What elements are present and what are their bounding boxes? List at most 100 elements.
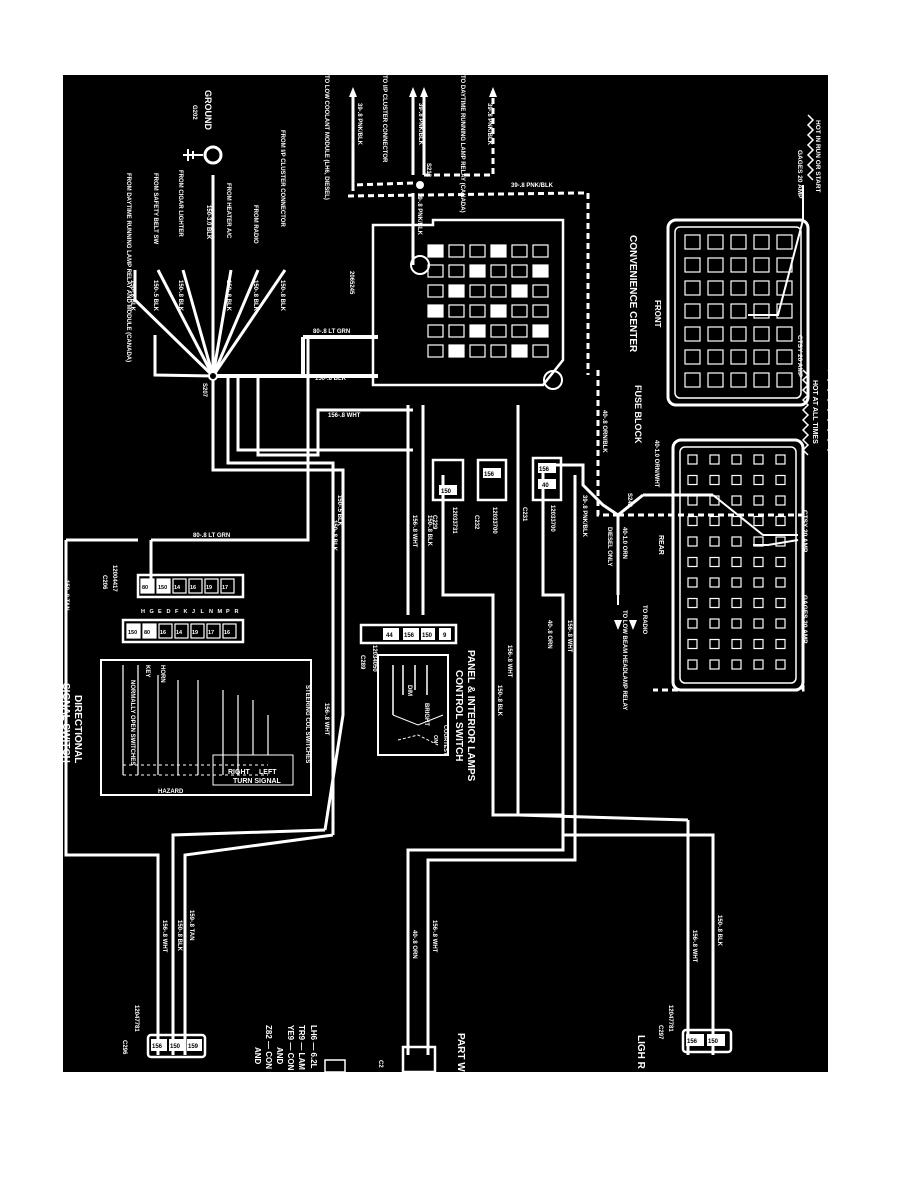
c297-label: C297 <box>657 1025 663 1040</box>
c206-top-pin <box>188 578 203 594</box>
wire-159a-label: 159-.8 TAN <box>63 580 69 611</box>
legend-line-4: AND <box>275 1047 284 1065</box>
from-ip-cluster-text: FROM I/P CLUSTER CONNECTOR <box>279 130 285 227</box>
wire-156d-label: 156-.8 WHT <box>506 645 512 678</box>
convenience-center-fuse-cell <box>730 372 747 388</box>
wire-150m-label: 150-.8 BLK <box>176 920 182 952</box>
c206-bottom-pin <box>190 623 205 639</box>
convenience-center-fuse-cell <box>753 349 770 365</box>
fuse-block-front-cell <box>448 324 465 338</box>
fuse-block-front-cell <box>448 304 465 318</box>
c289-pin-9: 9 <box>443 633 447 639</box>
directional-title: DIRECTIONAL <box>72 695 83 763</box>
wire-39e-label: 39-.8 PNK/BLK <box>416 193 422 236</box>
wire-40d-label: 40-.8 ORN <box>546 620 552 649</box>
wire-39b-label: 39-.8 PNK/BLK <box>417 103 423 146</box>
fuse-block-rear-cell <box>775 597 786 609</box>
convenience-center-fuse-cell <box>684 326 701 342</box>
legend-line-1: LH6 — 6.2L <box>309 1025 318 1069</box>
c206-bottom-pin-number: 16 <box>160 630 166 636</box>
convenience-center-fuse-cell <box>707 234 724 250</box>
steering-col-label: STEERING COL SWITCHES <box>304 685 310 763</box>
wire-39d-label: 39-.8 PNK/BLK <box>511 183 554 189</box>
c206-bottom-pin-number: 17 <box>208 630 214 636</box>
to-low-beam-text: TO LOW BEAM HEADLAMP RELAY <box>621 610 627 710</box>
c206-top-pin-number: 150 <box>158 585 167 591</box>
ground-g202-label: G202 <box>191 105 197 120</box>
fuse-block-part-number: 2065245 <box>348 271 354 295</box>
c231-part-number: 12033700 <box>549 505 555 532</box>
fuse-block-rear-cell <box>775 556 786 568</box>
fuse-block-rear-cell <box>753 618 764 629</box>
convenience-center-fuse-cell <box>707 280 724 296</box>
convenience-center-fuses <box>684 234 793 388</box>
ctsy-20a-rear-text: CTSY 20 AMP <box>801 510 808 553</box>
gages-20a-rear-text: GAGES 20 AMP <box>801 595 808 644</box>
c206-bottom-pin <box>206 623 221 639</box>
c2-label: C2 <box>377 1060 383 1068</box>
fuse-block-rear-cell <box>709 597 720 609</box>
convenience-center-fuse-cell <box>684 257 701 273</box>
c297-pin-156: 156 <box>687 1039 698 1045</box>
c206-pin-letter: M <box>218 609 223 615</box>
c289-pin-156: 156 <box>404 633 415 639</box>
convenience-center-fuse-cell <box>776 349 793 365</box>
fuse-block-rear-cell <box>731 618 742 629</box>
c229-pin-150: 150 <box>441 489 452 495</box>
fuse-block-rear-cell <box>687 577 698 588</box>
front-label: FRONT <box>653 300 662 328</box>
fuse-block-front-cell <box>469 344 486 358</box>
c206-bottom-pin <box>126 623 141 639</box>
fuse-block-front-cell <box>490 264 507 278</box>
splice-s207-label: S207 <box>201 383 207 398</box>
fuse-block-front-cell <box>532 264 549 278</box>
legend-line-3: YE9 — CON <box>286 1025 295 1071</box>
fuse-block-rear-cell <box>775 495 786 506</box>
fuse-block-front-cell <box>448 264 465 278</box>
convenience-center-fuse-cell <box>684 372 701 388</box>
c296-pin-159: 159 <box>188 1044 199 1050</box>
convenience-center-fuse-cell <box>707 349 724 365</box>
c206-top-pin-number: 16 <box>190 585 196 591</box>
c206-pin-letter: P <box>226 609 230 615</box>
fuse-block-front-cell <box>490 344 507 358</box>
fuse-block-rear-cell <box>775 474 786 486</box>
from-heater-text: FROM HEATER A/C <box>225 183 231 239</box>
fuse-block-front-cell <box>532 324 549 338</box>
ground-label: GROUND <box>203 90 213 130</box>
fuse-block-front <box>371 218 565 390</box>
fuse-block-rear-cell <box>775 536 786 547</box>
c296-pin-150: 150 <box>170 1044 181 1050</box>
ctsy-20a-top-text: CTSY 20 AMP <box>796 335 803 378</box>
convenience-center-fuse-cell <box>753 372 770 388</box>
connector-c297: 156 150 <box>681 1028 733 1054</box>
bright-label: BRIGHT <box>423 703 429 726</box>
c231-label: C231 <box>521 507 527 522</box>
connector-c206 <box>121 573 245 644</box>
fuse-block-rear-cells <box>687 454 786 670</box>
fuse-block-front-cell <box>427 344 444 358</box>
part-harn-label: PART WIR HARN <box>455 1033 466 1072</box>
fuse-block-rear-cell <box>731 495 742 506</box>
convenience-center <box>666 218 810 407</box>
fuse-block-rear-cell <box>753 536 764 547</box>
to-daytime-text: TO DAYTIME RUNNING LAMP RELAY (CANADA) <box>459 75 465 213</box>
c229-label: C229 <box>431 515 437 530</box>
wire-156-right-label: 156-.8 WHT <box>691 930 697 963</box>
c206-bottom-pin-number: 19 <box>192 630 198 636</box>
c289-pin-44: 44 <box>386 633 393 639</box>
wiring-diagram: CONVENIENCE CENTER FRONT HOT IN RUN OR S… <box>60 75 840 1113</box>
fuse-block-rear-cell <box>687 556 698 568</box>
fuse-block-rear-cell <box>687 515 698 527</box>
fuse-block-front-cell <box>448 344 465 358</box>
c297-part-number: 12047781 <box>667 1005 673 1032</box>
panel-switch-box <box>377 654 449 756</box>
convenience-center-fuse-cell <box>707 303 724 319</box>
wire-156f-label: 156-.8 WHT <box>431 920 437 953</box>
fuse-block-rear-cell <box>775 638 786 650</box>
fuse-block-rear-cell <box>731 577 742 588</box>
c206-pin-letter: G <box>150 609 154 615</box>
c206-part-number: 12004417 <box>111 565 117 592</box>
convenience-center-fuse-cell <box>707 372 724 388</box>
fuse-block-rear-cell <box>687 454 698 465</box>
